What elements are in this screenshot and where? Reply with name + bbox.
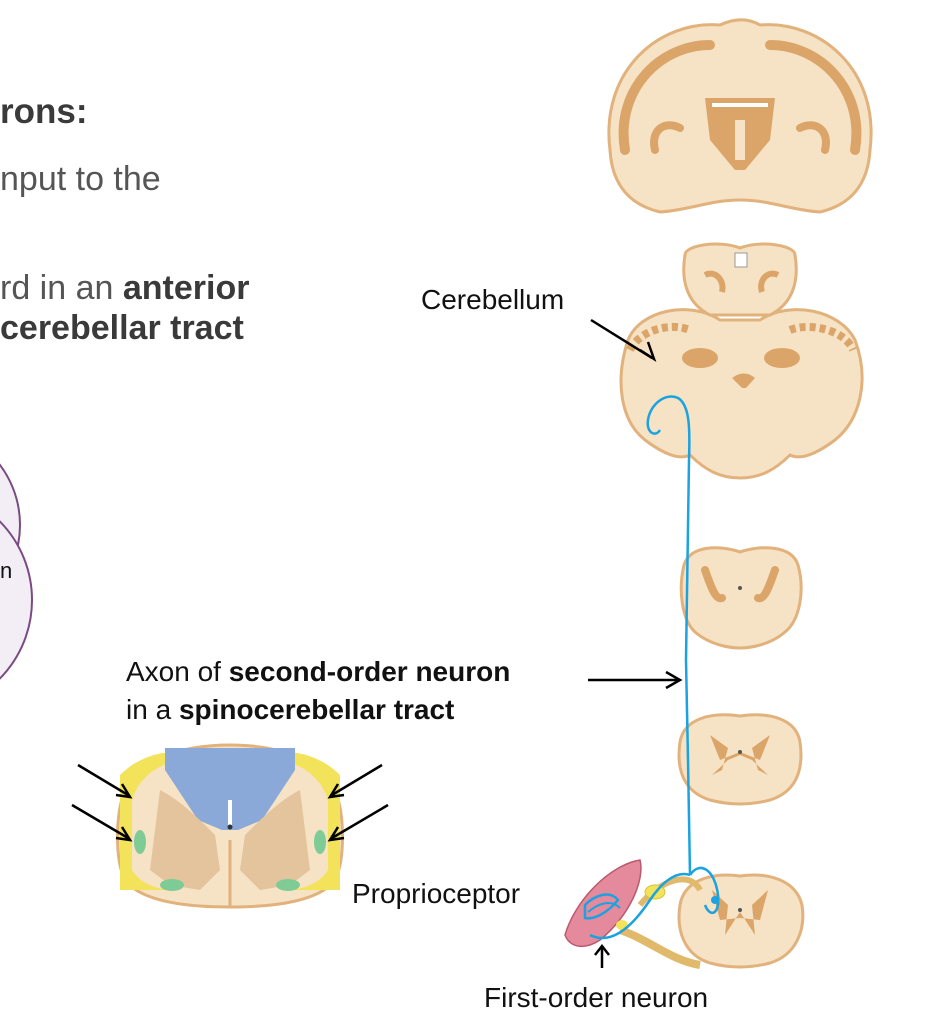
muscle-spindle (564, 859, 642, 947)
lumbar-cord-section (677, 873, 805, 969)
axon-label-1-prefix: Axon of (126, 656, 229, 687)
slide-text-2-prefix: rd in an (0, 269, 123, 307)
slide-heading: rons: (0, 92, 88, 131)
axon-label: Axon of second-order neuron in a spinoce… (126, 653, 510, 729)
first-order-neuron-label: First-order neuron (484, 982, 709, 1013)
axon-label-2-bold: spinocerebellar tract (178, 694, 455, 725)
brain-coronal-section (607, 18, 873, 214)
venn-circle-bottom (0, 520, 33, 680)
cerebellum-section (619, 242, 864, 480)
sensory-pathway (589, 395, 720, 940)
axon-label-1-bold: second-order neuron (228, 656, 511, 687)
venn-stray-label: n (0, 558, 13, 583)
cerebellum-label: Cerebellum (421, 284, 565, 315)
cross-section-arrows (71, 763, 389, 842)
slide-text-line-2: rd in an anterior cerebellar tract (0, 268, 249, 348)
spinal-cord-cross-section (116, 743, 344, 909)
label-arrows (588, 318, 683, 968)
slide-text-2-bold: anterior (122, 269, 250, 307)
venn-circles (0, 463, 33, 680)
slide-text-3-bold: cerebellar tract (0, 309, 244, 347)
cervical-cord-section (677, 713, 803, 806)
axon-label-2-prefix: in a (126, 694, 179, 725)
slide-text-line-1: nput to the (0, 160, 161, 198)
proprioceptor-label: Proprioceptor (352, 878, 521, 909)
medulla-section (679, 546, 803, 650)
